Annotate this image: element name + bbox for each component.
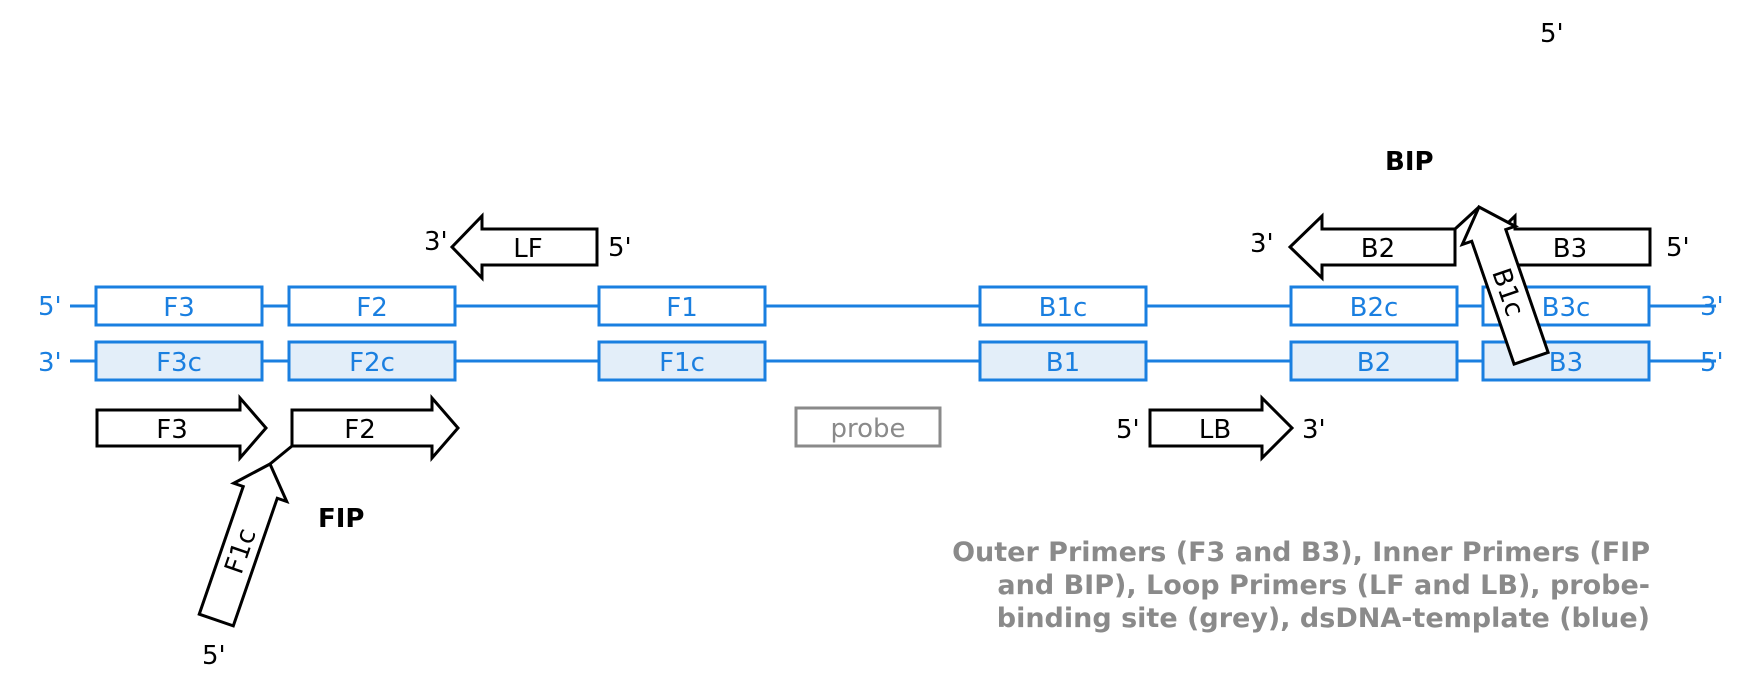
primer-lf-left-end: 3' <box>424 227 448 257</box>
fip-linker <box>269 444 293 466</box>
primer-lb-label: LB <box>1199 415 1231 445</box>
primer-b3-label: B3 <box>1553 234 1587 264</box>
probe-site: probe <box>794 406 942 448</box>
region-f2-label: F2 <box>356 293 388 323</box>
region-b1c-label: B1c <box>1039 293 1088 323</box>
primer-f3: F3 <box>95 393 268 463</box>
primer-b1c-arrow <box>1459 204 1551 367</box>
probe-box <box>794 406 942 448</box>
primer-f2-label: F2 <box>344 415 376 445</box>
top-strand-right-end: 3' <box>1700 292 1724 322</box>
caption-line-2: and BIP), Loop Primers (LF and LB), prob… <box>997 570 1650 601</box>
region-f2c-label: F2c <box>349 348 395 378</box>
region-f3-label: F3 <box>163 293 195 323</box>
primer-lb-arrow <box>1148 394 1295 462</box>
primer-b2: B2 3' <box>1250 212 1457 282</box>
primer-lf-arrow <box>449 212 599 282</box>
primer-f2-arrow <box>290 393 460 463</box>
primer-f3-label: F3 <box>156 415 188 445</box>
region-b3 <box>1481 340 1651 382</box>
primer-lb-left-end: 5' <box>1116 415 1140 445</box>
region-b1c <box>978 285 1148 327</box>
primer-lf-right-end: 5' <box>608 233 632 263</box>
primer-lb-right-end: 3' <box>1302 415 1326 445</box>
region-f3 <box>94 285 264 327</box>
primer-fip: F1c 5' FIP <box>197 444 365 671</box>
bottom-strand-left-end: 3' <box>38 348 62 378</box>
region-b2c <box>1289 285 1459 327</box>
caption-line-3: binding site (grey), dsDNA-template (blu… <box>996 603 1650 634</box>
region-f1 <box>597 285 767 327</box>
primer-bip: B1c 5' BIP <box>1385 19 1564 367</box>
primer-f3-arrow <box>95 393 268 463</box>
primer-f1c-arrow <box>197 461 290 628</box>
region-f2 <box>287 285 457 327</box>
region-b3c-label: B3c <box>1542 293 1591 323</box>
primer-f2: F2 <box>290 393 460 463</box>
primer-b2-left-end: 3' <box>1250 229 1274 259</box>
bottom-strand-right-end: 5' <box>1700 348 1724 378</box>
region-b1 <box>978 340 1148 382</box>
fip-label: FIP <box>318 504 365 534</box>
bip-linker <box>1453 205 1481 231</box>
probe-label: probe <box>830 414 905 444</box>
legend-caption: Outer Primers (F3 and B3), Inner Primers… <box>850 536 1650 635</box>
region-b3-label: B3 <box>1549 348 1583 378</box>
region-f1-label: F1 <box>666 293 698 323</box>
primer-b1c-end: 5' <box>1540 19 1564 49</box>
primer-f1c-end: 5' <box>202 641 226 671</box>
primer-lf: LF 3' 5' <box>424 212 632 282</box>
top-strand-left-end: 5' <box>38 292 62 322</box>
caption-line-1: Outer Primers (F3 and B3), Inner Primers… <box>952 537 1650 568</box>
region-f1c <box>597 340 767 382</box>
bip-label: BIP <box>1385 147 1434 177</box>
primer-lf-label: LF <box>513 234 542 264</box>
primer-b2-arrow <box>1287 212 1457 282</box>
primer-b3: B3 5' <box>1480 212 1690 282</box>
primer-lb: LB 5' 3' <box>1116 394 1326 462</box>
primer-b3-right-end: 5' <box>1666 233 1690 263</box>
region-f3c <box>94 340 264 382</box>
region-b2c-label: B2c <box>1350 293 1399 323</box>
top-strand: 5' 3' F3 F2 F1 B1c B2c B3c <box>38 285 1724 327</box>
region-f1c-label: F1c <box>659 348 705 378</box>
region-f3c-label: F3c <box>156 348 202 378</box>
region-b2 <box>1289 340 1459 382</box>
region-b1-label: B1 <box>1046 348 1080 378</box>
primer-b2-label: B2 <box>1361 234 1395 264</box>
region-f2c <box>287 340 457 382</box>
bottom-strand: 3' 5' F3c F2c F1c B1 B2 B3 <box>38 340 1724 382</box>
region-b2-label: B2 <box>1357 348 1391 378</box>
